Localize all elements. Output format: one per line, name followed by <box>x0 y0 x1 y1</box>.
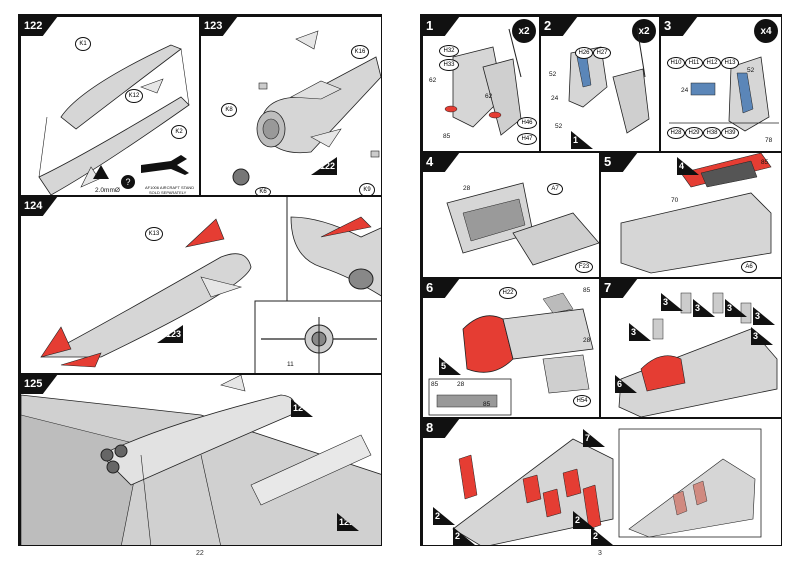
step-1: 1 x2 H32 H33 H46 H47 62 62 85 <box>422 16 540 152</box>
part-callout-k6: K6 <box>255 187 271 195</box>
part-label: 52 <box>555 123 563 130</box>
step-123: 123 K16 K8 K6 K9 122 <box>200 16 382 196</box>
part-label: 52 <box>747 67 755 74</box>
stand-note-line2: SOLD SEPARATELY <box>149 190 187 195</box>
part-label: 85 <box>583 287 591 294</box>
step-7: 7 3 3 3 3 3 3 6 <box>600 278 782 418</box>
stand-note-line1: AF1006 AIRCRAFT STAND <box>145 185 195 190</box>
cockpit-final-drawing <box>452 428 762 545</box>
cockpit-tub-drawing <box>428 292 594 416</box>
multiplier-badge: x2 <box>512 19 536 43</box>
part-callout-h22: H22 <box>499 287 517 299</box>
help-icon: ? <box>121 175 135 189</box>
part-callout-h47: H47 <box>517 133 537 145</box>
part-callout-h11: H11 <box>685 57 703 69</box>
part-callout-h39: H39 <box>721 127 739 139</box>
part-callout-a6: A6 <box>741 261 757 273</box>
part-callout-h27: H27 <box>593 47 611 59</box>
missile-assembly-drawing <box>38 44 190 195</box>
part-callout-k2: K2 <box>171 125 187 139</box>
left-page: 122 K1 K12 K2 ? AF1006 AIRCRAFT STAND SO… <box>18 14 382 546</box>
seat-belts-drawing <box>568 26 650 134</box>
part-callout-f23: F23 <box>575 261 593 273</box>
multiplier-badge: x4 <box>754 19 778 43</box>
step-2: 2 x2 H26 H27 52 24 52 1 <box>540 16 660 152</box>
part-callout-h13: H13 <box>721 57 739 69</box>
part-callout-h54: H54 <box>573 395 591 407</box>
seats-install-drawing <box>618 292 778 417</box>
part-callout-h46: H46 <box>517 117 537 129</box>
part-label: 28 <box>463 185 471 192</box>
step-124: 124 K13 123 11 <box>20 196 382 374</box>
step-125: 125 124 121 <box>20 374 382 546</box>
part-callout-k8: K8 <box>221 103 237 117</box>
left-page-number: 22 <box>196 550 204 557</box>
detail-label: 11 <box>287 361 294 368</box>
part-callout-h26: H26 <box>575 47 593 59</box>
seat-assembly-drawing <box>444 28 522 136</box>
missile-rear-drawing <box>232 30 381 186</box>
part-label: 24 <box>681 87 689 94</box>
part-callout-a7: A7 <box>547 183 563 195</box>
part-label: 62 <box>485 93 493 100</box>
part-label: 24 <box>551 95 559 102</box>
step-122: 122 K1 K12 K2 ? AF1006 AIRCRAFT STAND SO… <box>20 16 200 196</box>
part-label: 70 <box>671 197 679 204</box>
part-label: 62 <box>429 77 437 84</box>
part-callout-h33: H33 <box>439 59 459 71</box>
drill-size-label: 2.0mmØ <box>95 187 120 194</box>
step-3: 3 x4 H10 H11 H12 H13 H28 H29 H38 H39 52 … <box>660 16 782 152</box>
inset-label: 28 <box>457 381 465 388</box>
part-callout-h32: H32 <box>439 45 459 57</box>
step-4: 4 A7 F23 28 <box>422 152 600 278</box>
step-5: 5 4 A6 85 70 <box>600 152 782 278</box>
part-label: 85 <box>443 133 451 140</box>
step-6: 6 5 H22 H54 85 28 85 28 85 <box>422 278 600 418</box>
cockpit-floor-drawing <box>446 182 599 266</box>
part-callout-k9: K9 <box>359 183 375 195</box>
multiplier-badge: x2 <box>632 19 656 43</box>
part-callout-k13: K13 <box>145 227 163 241</box>
part-label: 85 <box>761 159 769 166</box>
part-callout-h10: H10 <box>667 57 685 69</box>
part-callout-h28: H28 <box>667 127 685 139</box>
inset-label: 85 <box>431 381 439 388</box>
wing-mount-drawing <box>21 375 381 545</box>
part-label: 52 <box>549 71 557 78</box>
right-page: 1 x2 H32 H33 H46 H47 62 62 85 2 x2 H26 H… <box>420 14 782 546</box>
part-callout-k12: K12 <box>125 89 143 103</box>
inset-label: 85 <box>483 401 491 408</box>
part-callout-h38: H38 <box>703 127 721 139</box>
step-8: 8 7 2 2 2 2 <box>422 418 782 546</box>
part-label: 78 <box>765 137 773 144</box>
seat-detail-drawing <box>669 56 779 132</box>
instrument-panel-drawing <box>620 153 772 274</box>
part-callout-k1: K1 <box>75 37 91 51</box>
right-page-number: 3 <box>598 550 602 557</box>
part-callout-k16: K16 <box>351 45 369 59</box>
part-label: 28 <box>583 337 591 344</box>
missile-fins-drawing <box>40 197 381 373</box>
part-callout-h29: H29 <box>685 127 703 139</box>
part-callout-h12: H12 <box>703 57 721 69</box>
